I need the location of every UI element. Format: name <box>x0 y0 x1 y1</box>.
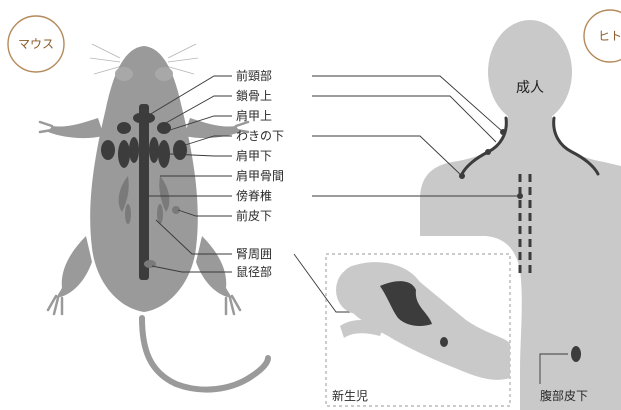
label-inguinal: 鼠径部 <box>236 264 272 279</box>
mouse-front-left-leg <box>48 118 104 139</box>
human-paravertebral-depots <box>518 174 532 278</box>
depot-labels: 前頸部 鎖骨上 肩甲上 わきの下 肩甲下 肩甲骨間 傍脊椎 前皮下 腎周囲 鼠径… <box>236 68 284 279</box>
human-neck <box>508 100 552 140</box>
mouse-anterior-subcutaneous-depot <box>172 206 180 214</box>
abdominal-leader-line <box>539 353 568 384</box>
human-supraclavicular-point <box>485 149 491 155</box>
label-perirenal: 腎周囲 <box>236 247 272 261</box>
mouse-front-right-leg <box>184 118 240 139</box>
newborn-inset: 新生児 <box>325 253 511 407</box>
mouse-paws <box>38 120 250 316</box>
mouse-light-depots <box>118 176 180 268</box>
label-anterior-subcutaneous: 前皮下 <box>236 208 272 223</box>
mouse-left-ear <box>115 67 133 81</box>
human-abdominal-depot <box>571 346 581 362</box>
mouse-perirenal-depot-left <box>125 204 131 224</box>
label-interscapular: 肩甲骨間 <box>236 168 284 183</box>
mouse-badge-label: マウス <box>18 37 54 51</box>
mouse-subscapular-depot <box>118 140 130 168</box>
newborn-interscapular-depot <box>380 281 432 326</box>
mouse-perirenal-depot-right <box>157 204 163 224</box>
human-head <box>488 20 572 124</box>
mouse-leader-lines <box>143 75 232 273</box>
mouse-whiskers <box>89 43 199 75</box>
mouse-hind-left-leg <box>56 236 92 298</box>
label-subscapular: 肩甲下 <box>236 148 272 163</box>
label-supraclavicular: 鎖骨上 <box>236 88 272 103</box>
newborn-head <box>336 266 380 314</box>
mouse-illustration <box>38 43 271 393</box>
mouse-axillary-depot <box>101 140 115 160</box>
human-leader-lines <box>293 75 520 313</box>
human-torso <box>420 118 621 410</box>
mouse-interscapular-depot <box>118 176 129 212</box>
mouse-supraclavicular-depot <box>117 122 131 134</box>
label-anterior-neck: 前頸部 <box>236 68 272 83</box>
newborn-label: 新生児 <box>332 388 368 403</box>
mouse-fat-depots <box>101 113 187 168</box>
human-badge-ring <box>583 9 621 63</box>
mouse-tail <box>139 315 271 393</box>
mouse-badge: マウス <box>7 15 65 73</box>
human-badge: ヒト <box>583 9 621 63</box>
newborn-perirenal-depot <box>440 337 448 347</box>
human-adult-illustration: 成人 腹部皮下 <box>420 20 621 410</box>
label-axillary: わきの下 <box>236 129 284 143</box>
label-paravertebral: 傍脊椎 <box>236 188 272 203</box>
mouse-right-ear <box>155 67 173 81</box>
mouse-hind-right-leg <box>196 236 232 298</box>
human-abdominal-label: 腹部皮下 <box>540 388 588 403</box>
label-suprascapular: 肩甲上 <box>236 108 272 123</box>
mouse-badge-ring <box>7 15 65 73</box>
newborn-arm <box>340 320 384 338</box>
mouse-paravertebral-depot <box>139 104 149 280</box>
newborn-inset-frame <box>325 253 511 407</box>
human-adult-label: 成人 <box>516 80 544 96</box>
human-badge-label: ヒト <box>598 29 621 43</box>
